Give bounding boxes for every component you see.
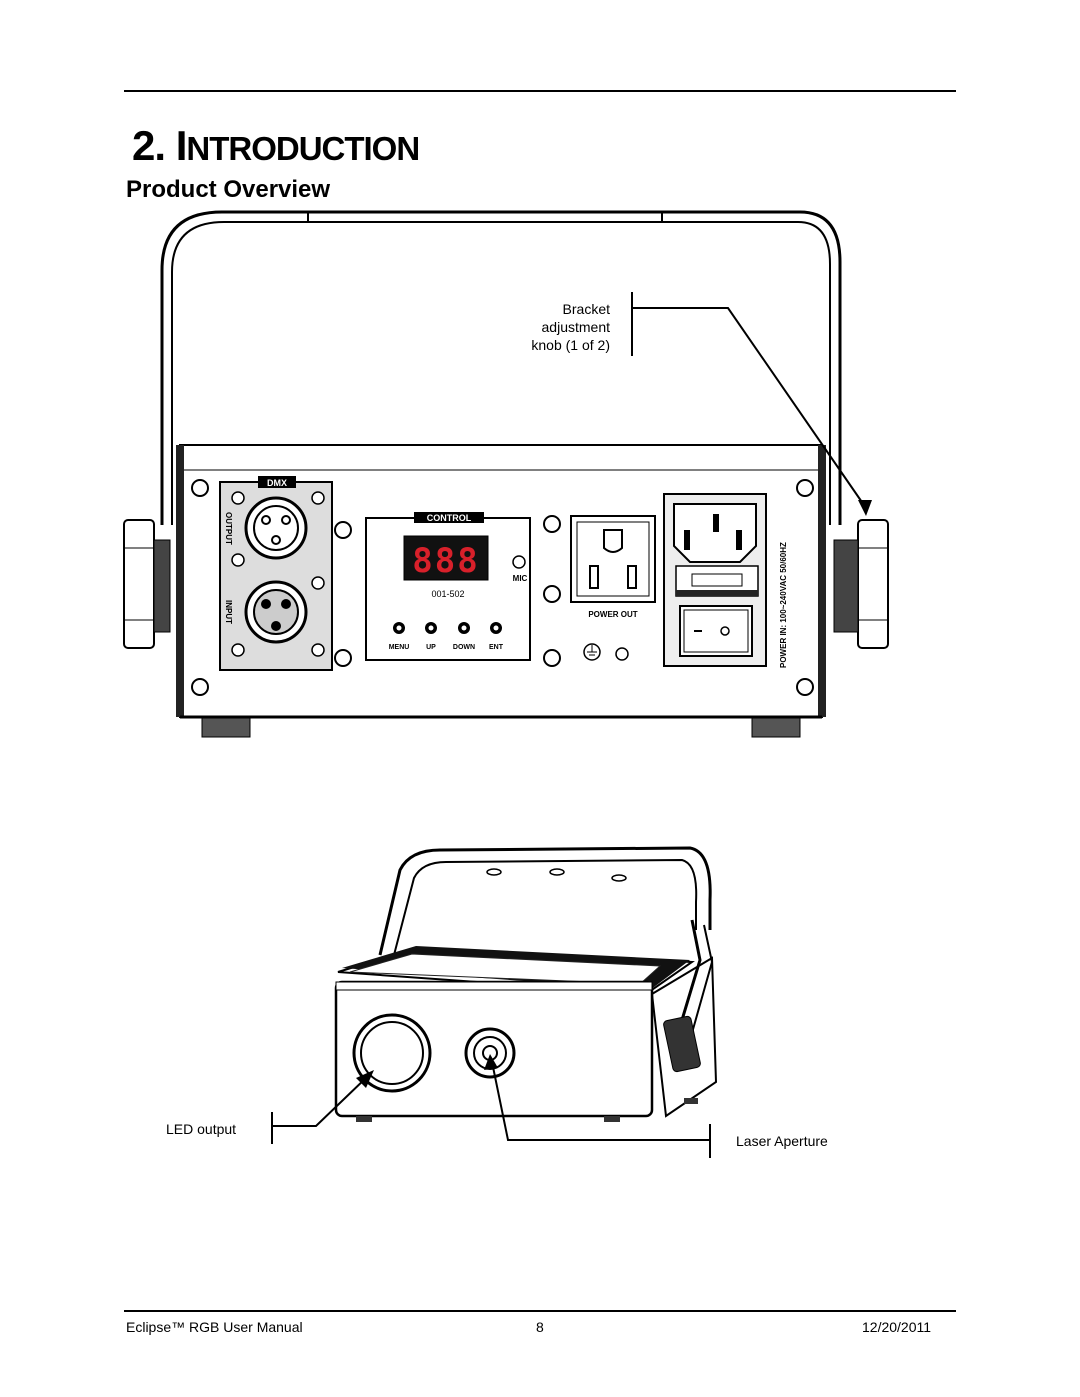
top-rule [124, 90, 956, 92]
footer-rule [124, 1310, 956, 1312]
chapter-heading: INTRODUCTION [175, 122, 420, 169]
laser-aperture-callout: Laser Aperture [736, 1133, 828, 1149]
model-code: 001-502 [431, 589, 464, 599]
section-title: Product Overview [126, 176, 331, 203]
button-label-menu: MENU [389, 644, 410, 651]
mic-hole [512, 555, 526, 569]
output-label: OUTPUT [224, 512, 233, 545]
button-label-up: UP [426, 644, 436, 651]
button-label-down: DOWN [453, 644, 475, 651]
chapter-number: 2. [132, 122, 166, 169]
led-display [403, 535, 489, 581]
ground-screw [615, 647, 629, 661]
mounting-bracket [160, 210, 842, 525]
front-bracket-knob [663, 1015, 701, 1073]
bracket-knob-callout: Bracket adjustment knob (1 of 2) [480, 300, 610, 354]
led-output-callout: LED output [166, 1121, 237, 1137]
power-in-label: POWER IN: 100~240VAC 50/60HZ [779, 542, 788, 668]
mic-label: MIC [513, 574, 528, 583]
input-label: INPUT [224, 600, 233, 624]
display-digits: 888 [412, 541, 479, 581]
callout-line: knob (1 of 2) [531, 337, 610, 353]
control-label: CONTROL [427, 513, 472, 523]
chapter-title: 2. INTRODUCTION [132, 122, 420, 173]
left-bracket-knob [123, 519, 171, 649]
footer-manual-title: Eclipse™ RGB User Manual [126, 1319, 303, 1335]
footer-date: 12/20/2011 [862, 1319, 932, 1335]
dmx-label: DMX [267, 478, 287, 488]
front-bracket-handle [378, 846, 712, 956]
power-out-label: POWER OUT [588, 610, 637, 619]
button-label-ent: ENT [489, 644, 504, 651]
right-bracket-knob [833, 519, 889, 649]
callout-line: Bracket [562, 301, 610, 317]
footer-page-number: 8 [536, 1319, 544, 1335]
callout-line: adjustment [541, 319, 610, 335]
